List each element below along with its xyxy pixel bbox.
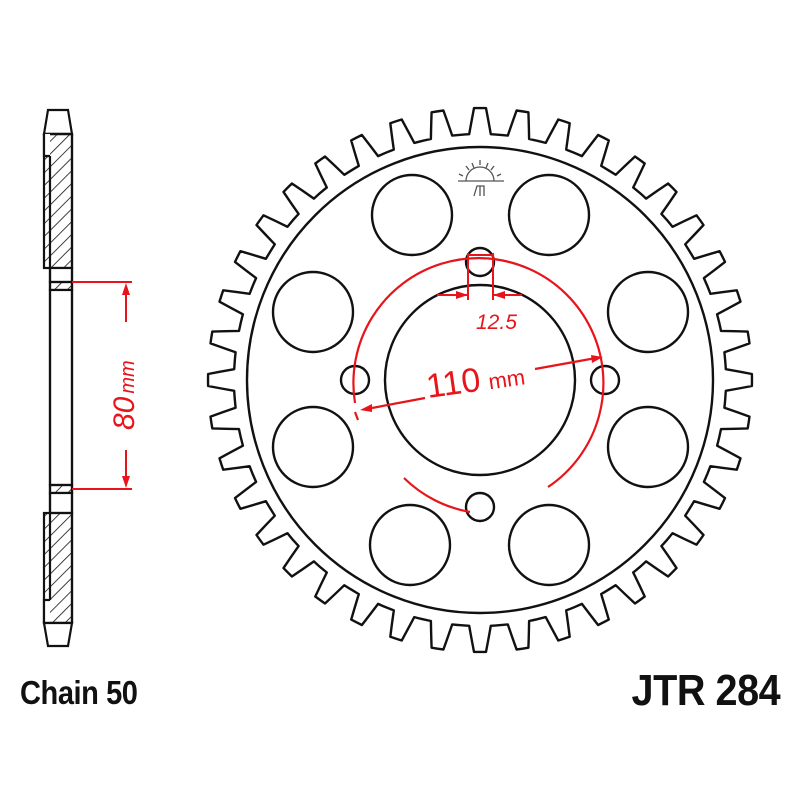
profile-bottom-tooth xyxy=(42,621,74,648)
lightening-hole xyxy=(606,270,690,354)
bolt-hole-dimension: 12.5 xyxy=(437,253,522,334)
bore-dimension-label: 80mm xyxy=(108,360,141,430)
bolt-hole-label: 12.5 xyxy=(476,311,517,334)
lightening-hole xyxy=(271,270,355,354)
profile-bore xyxy=(48,288,74,487)
lightening-hole xyxy=(368,503,452,587)
part-number-label: JTR 284 xyxy=(631,666,780,715)
lightening-hole xyxy=(271,405,355,489)
lightening-holes xyxy=(271,173,690,587)
lightening-hole xyxy=(370,173,454,257)
bore-dimension: 80mm xyxy=(72,281,141,490)
profile-top-tooth xyxy=(42,108,74,136)
chain-size-label: Chain 50 xyxy=(20,674,138,711)
bolt-hole xyxy=(464,246,496,278)
lightening-hole xyxy=(507,503,591,587)
inner-rim-circle xyxy=(245,145,715,615)
profile-hatch-small-top xyxy=(48,280,74,292)
profile-bolt-gap-top xyxy=(48,266,74,284)
lightening-hole xyxy=(606,405,690,489)
side-profile-view xyxy=(42,108,74,648)
lightening-hole xyxy=(507,173,591,257)
sprocket-teeth-outline xyxy=(206,106,754,654)
bolt-hole xyxy=(464,491,496,523)
profile-bolt-gap-bottom xyxy=(48,491,74,515)
center-bore xyxy=(383,283,577,477)
bolt-hole xyxy=(589,364,621,396)
jt-logo-icon xyxy=(458,160,504,197)
profile-hatch-small-bottom xyxy=(48,483,74,495)
